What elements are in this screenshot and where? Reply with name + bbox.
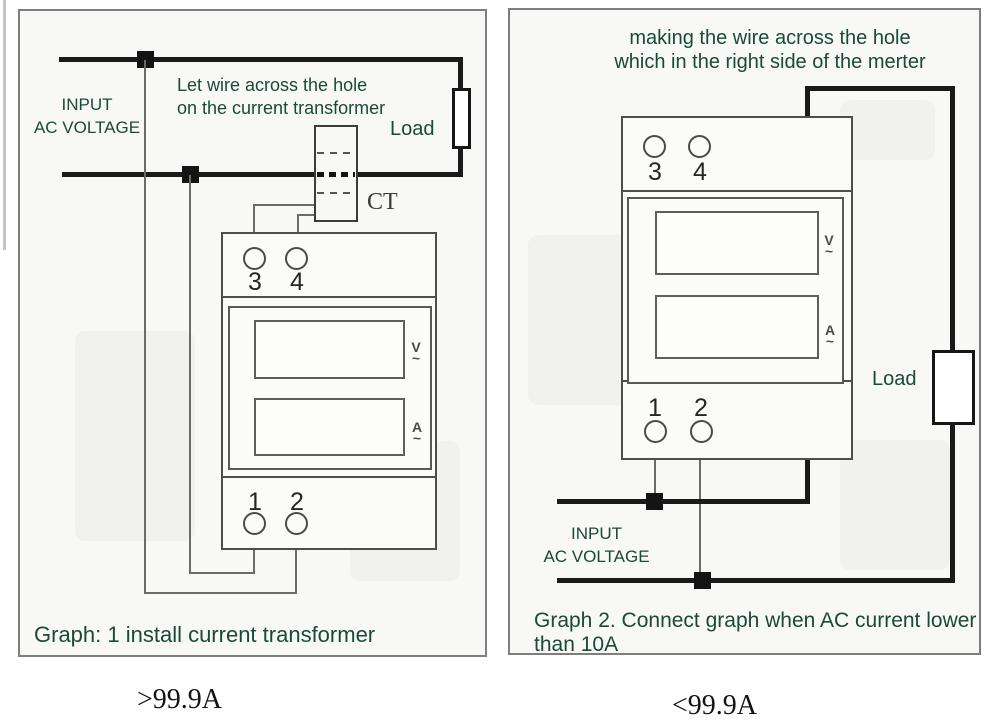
terminal-label-2: 2 bbox=[290, 488, 304, 516]
current-display-window bbox=[254, 398, 405, 456]
ac-line-top bbox=[59, 57, 463, 62]
graph2-caption: Graph 2. Connect graph when AC current l… bbox=[534, 609, 976, 657]
terminal-circle-2 bbox=[690, 420, 713, 443]
voltage-display-window bbox=[655, 211, 819, 275]
scan-edge-artifact bbox=[3, 0, 6, 250]
terminal2-wire bbox=[699, 460, 701, 580]
sense-wire-horizontal-1 bbox=[189, 572, 255, 574]
input-ac-voltage-label: INPUT AC VOLTAGE bbox=[514, 522, 679, 568]
scan-smudge bbox=[840, 440, 950, 570]
ct-secondary-wire-a-v bbox=[253, 204, 255, 234]
sense-wire-vertical-2 bbox=[189, 175, 191, 573]
wire-meter-bottom-down bbox=[805, 460, 810, 504]
ac-line-bottom bbox=[62, 172, 463, 177]
voltage-ac-symbol: V~ bbox=[824, 232, 834, 259]
scan-smudge bbox=[75, 331, 195, 541]
ct-label: CT bbox=[367, 189, 398, 215]
load-label: Load bbox=[390, 118, 435, 140]
terminal-label-4: 4 bbox=[693, 158, 707, 186]
terminal-circle-4 bbox=[688, 135, 711, 158]
title-line1: making the wire across the hole bbox=[629, 27, 911, 49]
load-resistor bbox=[452, 88, 471, 149]
load-label: Load bbox=[872, 368, 917, 390]
input-label-line1: INPUT bbox=[61, 95, 113, 114]
note-line2: on the current transformer bbox=[177, 98, 386, 118]
junction-node-line1 bbox=[646, 493, 663, 510]
graph2-panel: 3 4 V~ A~ 1 2 making the wire across the… bbox=[508, 8, 981, 657]
caption-line1: Graph 2. Connect graph when AC current l… bbox=[534, 609, 977, 632]
current-ac-symbol: A~ bbox=[411, 419, 423, 446]
junction-node-line2 bbox=[694, 572, 711, 589]
meter-bottom-divider bbox=[221, 476, 437, 478]
ct-secondary-wire-b-h bbox=[297, 214, 317, 216]
input-label-line2: AC VOLTAGE bbox=[33, 118, 141, 137]
terminal-circle-1 bbox=[644, 420, 667, 443]
wire-from-load-bottom bbox=[458, 147, 463, 175]
input-ac-voltage-label: INPUT AC VOLTAGE bbox=[22, 93, 152, 139]
ct-secondary-wire-a-h bbox=[253, 204, 315, 206]
sense-wire-vertical-1 bbox=[144, 60, 146, 593]
input-label-line1: INPUT bbox=[571, 524, 622, 543]
terminal-circle-2 bbox=[285, 512, 308, 535]
wire-to-load-top bbox=[458, 57, 463, 90]
ct-dashed-primary-wire bbox=[317, 172, 355, 177]
terminal-label-4: 4 bbox=[290, 268, 304, 296]
terminal-circle-3 bbox=[243, 247, 266, 270]
wire-top-horizontal bbox=[805, 86, 955, 91]
ct-secondary-wire-b-v bbox=[297, 214, 299, 234]
wire-load-bottom-down bbox=[950, 422, 955, 583]
ct-dashed-line-lower bbox=[317, 192, 355, 194]
title-line2: which in the right side of the merter bbox=[614, 51, 926, 73]
terminal-label-1: 1 bbox=[248, 488, 262, 516]
load-resistor bbox=[932, 350, 975, 425]
ac-line-bottom bbox=[557, 578, 955, 583]
terminal1-wire bbox=[253, 550, 255, 574]
scan-smudge bbox=[840, 100, 935, 160]
graph2-current-rating: <99.9A bbox=[672, 690, 758, 721]
voltage-ac-symbol: V~ bbox=[411, 339, 421, 366]
voltage-display-window bbox=[254, 320, 405, 379]
current-ac-symbol: A~ bbox=[824, 322, 836, 349]
graph1-current-rating: >99.9A bbox=[137, 684, 223, 715]
ct-dashed-line-upper bbox=[317, 152, 355, 154]
graph1-panel: CT 3 4 V~ A~ 1 2 INPUT AC VOLTAGE Let wi… bbox=[18, 9, 487, 657]
wire-right-down-to-load bbox=[950, 86, 955, 354]
meter-top-divider bbox=[621, 190, 853, 192]
sense-wire-horizontal-2 bbox=[144, 592, 297, 594]
wire-meter-top-up bbox=[805, 86, 810, 120]
terminal-circle-1 bbox=[243, 512, 266, 535]
terminal-label-3: 3 bbox=[648, 158, 662, 186]
terminal-label-3: 3 bbox=[248, 268, 262, 296]
ct-instruction-note: Let wire across the hole on the current … bbox=[177, 74, 385, 120]
terminal-circle-3 bbox=[643, 135, 666, 158]
terminal1-wire bbox=[654, 460, 656, 502]
current-display-window bbox=[655, 295, 819, 359]
input-label-line2: AC VOLTAGE bbox=[543, 547, 650, 566]
meter-top-divider bbox=[221, 296, 437, 298]
terminal-label-2: 2 bbox=[694, 394, 708, 422]
ac-line-top bbox=[557, 499, 810, 504]
junction-node-line1 bbox=[137, 51, 154, 68]
wiring-instruction-title: making the wire across the hole which in… bbox=[605, 26, 935, 74]
terminal2-wire bbox=[295, 550, 297, 594]
graph1-caption: Graph: 1 install current transformer bbox=[34, 622, 376, 647]
terminal-circle-4 bbox=[285, 247, 308, 270]
terminal-label-1: 1 bbox=[648, 394, 662, 422]
note-line1: Let wire across the hole bbox=[177, 75, 368, 95]
junction-node-line2 bbox=[182, 166, 199, 183]
caption-line2: than 10A bbox=[534, 633, 619, 656]
